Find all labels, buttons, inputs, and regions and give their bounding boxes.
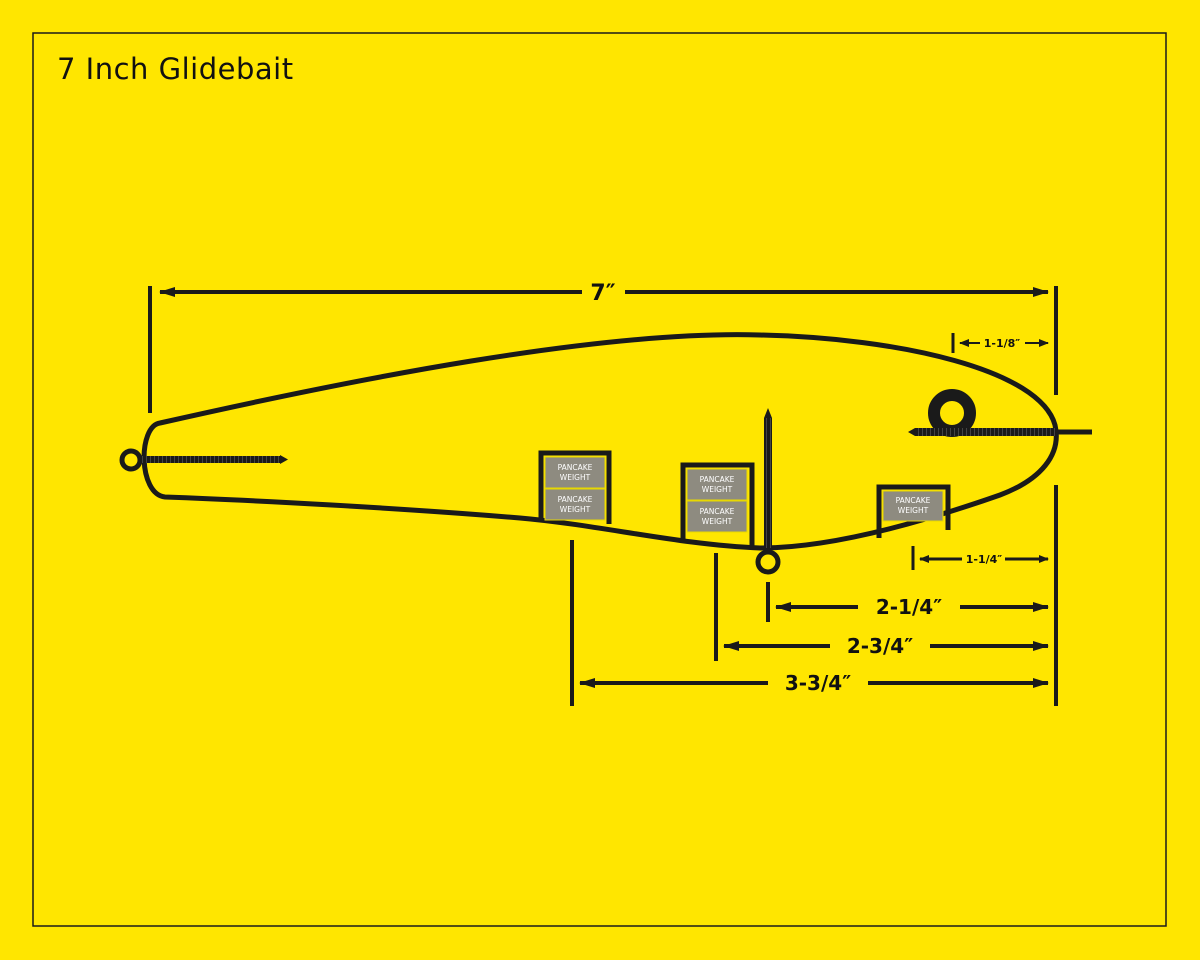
dimension-rear-weight: 3-3/4″ [579,671,1049,695]
extension-lines [148,286,1058,706]
pancake-weight-labels: PANCAKE WEIGHT PANCAKE WEIGHT PANCAKE WE… [558,463,931,526]
frame-border [32,32,1167,927]
weight-label: WEIGHT [560,505,591,514]
dimension-middle-weight: 2-3/4″ [723,634,1049,658]
dimension-overall: 7″ [159,281,1049,306]
dimension-label: 2-3/4″ [847,634,913,658]
dimension-belly-hook: 2-1/4″ [775,595,1049,619]
weight-label: PANCAKE [558,495,593,504]
weight-label: PANCAKE [896,496,931,505]
weight-label: PANCAKE [700,507,735,516]
dimension-label: 2-1/4″ [876,595,942,619]
rear-weight-pocket [538,450,612,524]
weight-label: PANCAKE [700,475,735,484]
tail-screw-eye [119,448,288,472]
weight-label: WEIGHT [702,517,733,526]
belly-screw-eye [755,408,781,575]
dimension-front-weight: 1-1/4″ [919,553,1049,566]
diagram-title: 7 Inch Glidebait [57,52,294,86]
middle-weight-pocket [680,462,755,546]
dimension-nose-to-eye: 1-1/8″ [959,337,1049,350]
line-tie-screw-eye [908,389,1092,437]
weight-label: WEIGHT [898,506,929,515]
dimension-label: 7″ [590,281,615,306]
weight-label: WEIGHT [702,485,733,494]
dimension-label: 1-1/4″ [966,553,1003,566]
weight-label: PANCAKE [558,463,593,472]
front-weight-pocket [876,484,951,538]
weight-label: WEIGHT [560,473,591,482]
dimension-label: 3-3/4″ [785,671,851,695]
dimension-label: 1-1/8″ [984,337,1021,350]
